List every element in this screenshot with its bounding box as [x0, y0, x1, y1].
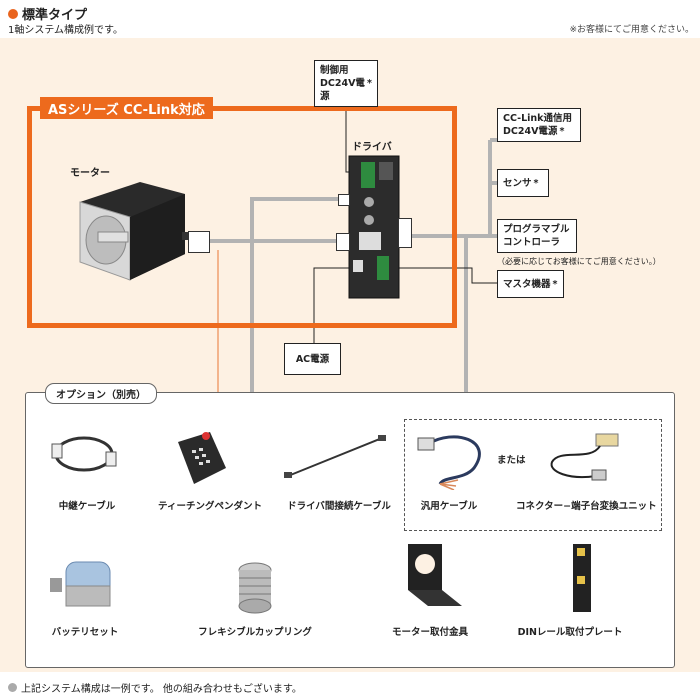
- master-box: マスタ機器*: [497, 270, 564, 298]
- motor-connector: [188, 231, 210, 253]
- asterisk: *: [367, 78, 372, 89]
- option-flexible-coupling: フレキシブルカップリング: [198, 627, 312, 638]
- option-teaching-pendant: ティーチングペンダント: [158, 501, 262, 512]
- general-cable-icon: [417, 435, 481, 490]
- cclink-power-box: CC-Link通信用 DC24V電源*: [497, 108, 581, 142]
- footer-text: 上記システム構成は一例です。 他の組み合わせもございます。: [21, 684, 302, 695]
- option-terminal-converter: コネクター−端子台変換ユニット: [516, 501, 657, 512]
- or-label: または: [497, 455, 526, 466]
- driver-label: ドライバ: [352, 142, 392, 153]
- terminal-converter-icon: [550, 433, 619, 481]
- control-power-box: 制御用 DC24V電源*: [314, 60, 378, 107]
- bullet-icon: [8, 8, 18, 19]
- master-label: マスタ機器: [503, 278, 551, 290]
- asterisk: *: [552, 278, 558, 290]
- driver-link-cable-icon: [284, 435, 386, 478]
- driver-motor-connector: [336, 233, 350, 251]
- control-power-line2: DC24V電源: [320, 78, 365, 102]
- driver-plc-connector: [398, 218, 412, 248]
- motor-bracket-icon: [408, 544, 462, 606]
- option-driver-link-cable: ドライバ間接続ケーブル: [287, 501, 391, 512]
- options-title: オプション（別売）: [45, 383, 157, 404]
- ac-power-line: [313, 267, 352, 343]
- stepper-motor-icon: [79, 182, 194, 281]
- ac-power-box: AC電源: [284, 343, 341, 375]
- option-battery-set: バッテリセット: [51, 627, 119, 638]
- page-title: 標準タイプ: [8, 4, 87, 23]
- cclink-power-line2: DC24V電源: [503, 126, 558, 137]
- battery-set-icon: [50, 561, 111, 607]
- cclink-power-line1: CC-Link通信用: [503, 113, 572, 124]
- master-line: [392, 267, 497, 284]
- sensor-label: センサ: [503, 177, 532, 189]
- control-power-line1: 制御用: [320, 65, 349, 76]
- asterisk: *: [533, 177, 539, 189]
- flexible-coupling-icon: [238, 562, 272, 614]
- footer-note: 上記システム構成は一例です。 他の組み合わせもございます。: [8, 680, 302, 695]
- driver-top-connector: [338, 194, 350, 206]
- plc-line1: プログラマブル: [503, 224, 570, 235]
- motor-label: モーター: [70, 168, 110, 179]
- general-cable-group: [404, 419, 662, 531]
- as-series-badge: ASシリーズ CC-Link対応: [40, 97, 213, 119]
- bullet-icon: [8, 683, 17, 692]
- option-general-cable: 汎用ケーブル: [420, 501, 478, 512]
- customer-supply-note: ※お客様にてご用意ください。: [569, 25, 694, 35]
- sensor-box: センサ*: [497, 169, 549, 197]
- plc-note: （必要に応じてお客様にてご用意ください。）: [497, 257, 661, 266]
- asterisk: *: [559, 126, 565, 137]
- option-relay-cable: 中継ケーブル: [58, 501, 116, 512]
- plc-line2: コントローラ: [503, 237, 561, 248]
- teaching-pendant-icon: [178, 432, 226, 484]
- din-rail-plate-icon: [573, 544, 591, 612]
- option-motor-bracket: モーター取付金具: [391, 627, 468, 638]
- page-subtitle: 1軸システム構成例です。: [8, 25, 124, 36]
- plc-box: プログラマブル コントローラ: [497, 219, 577, 253]
- relay-cable-icon: [51, 436, 117, 472]
- page-title-text: 標準タイプ: [22, 8, 88, 23]
- driver-unit-icon: [348, 155, 400, 299]
- option-din-rail-plate: DINレール取付プレート: [517, 627, 623, 638]
- as-series-frame: [27, 106, 457, 328]
